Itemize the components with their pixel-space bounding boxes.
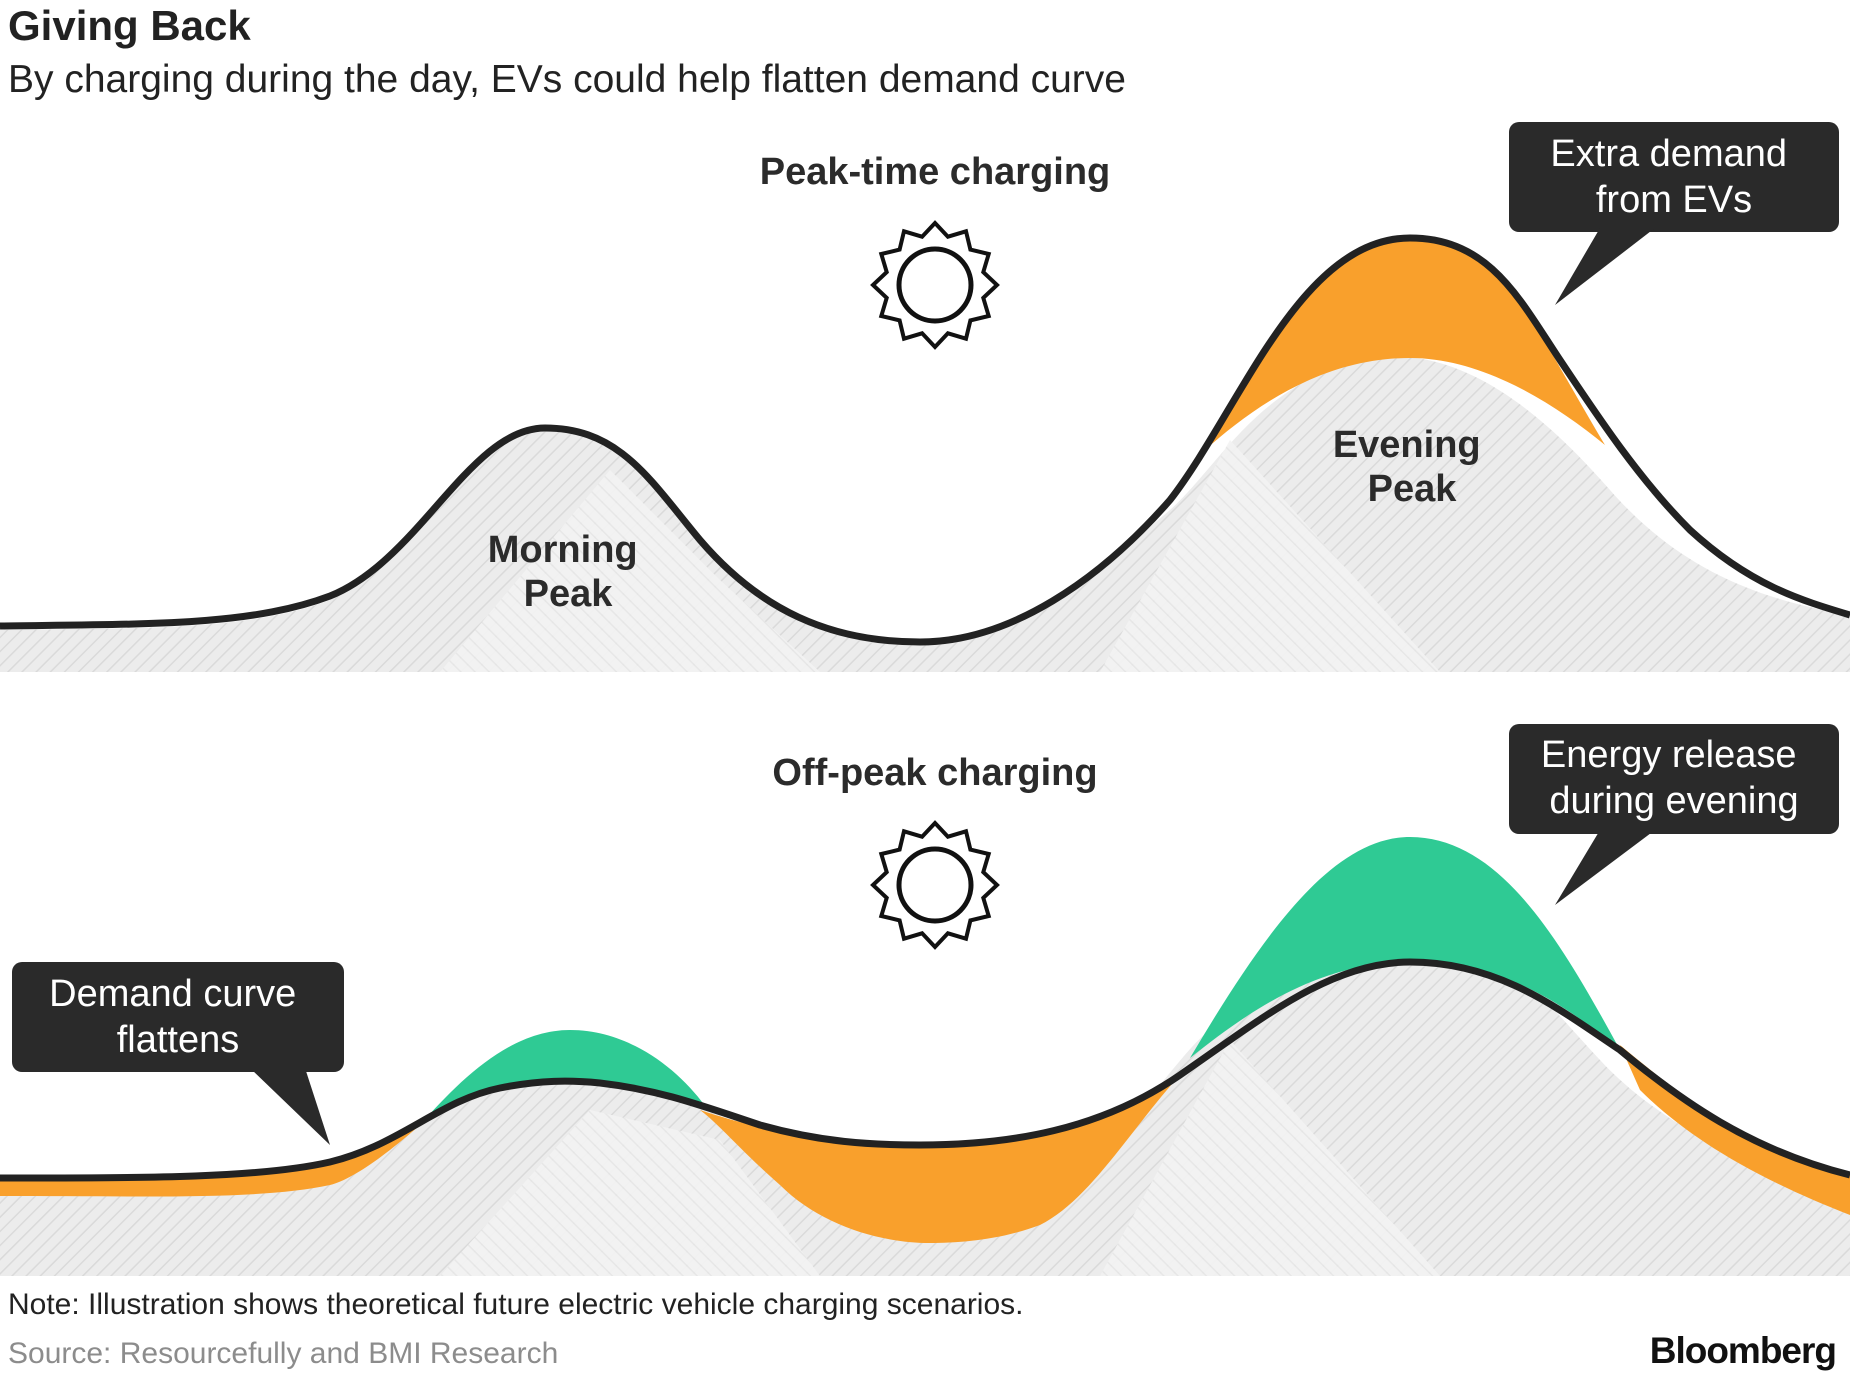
- top-light-region-2: [1100, 440, 1440, 672]
- sun-icon: [870, 820, 1000, 950]
- bloomberg-logo: Bloomberg: [1649, 1330, 1837, 1371]
- bottom-light-region-2: [1100, 1040, 1440, 1276]
- bottom-extra-demand-mid: [700, 1075, 1180, 1243]
- sun-icon: [870, 220, 1000, 350]
- bottom-energy-release-morning: [420, 1030, 708, 1125]
- bottom-panel: Off-peak charging Energy release during …: [0, 724, 1850, 1276]
- top-baseline-area: [0, 356, 1850, 672]
- energy-release-callout: Energy release during evening: [1509, 724, 1839, 905]
- top-demand-curve: [0, 234, 1850, 646]
- svg-text:Energy release during: Energy release during evening: [1541, 734, 1807, 822]
- extra-demand-callout: Extra demand from EVs: [1509, 122, 1839, 305]
- bottom-panel-title: Off-peak charging: [772, 752, 1097, 794]
- chart-title: Giving Back: [8, 2, 251, 49]
- bottom-energy-release-evening: [1190, 837, 1620, 1058]
- bottom-light-region-1: [440, 1110, 820, 1276]
- svg-text:Demand curve flattens: Demand curve flattens: [49, 973, 307, 1061]
- top-light-region-1: [440, 470, 820, 672]
- top-panel-title: Peak-time charging: [760, 151, 1111, 193]
- morning-peak-label: Morning Peak: [488, 529, 648, 615]
- footnote: Note: Illustration shows theoretical fut…: [8, 1288, 1024, 1321]
- top-panel: Peak-time charging Morning Peak Evening …: [0, 122, 1850, 672]
- bottom-flattened-curve: [0, 958, 1850, 1182]
- demand-flattens-callout: Demand curve flattens: [12, 962, 344, 1145]
- evening-peak-label: Evening Peak: [1333, 424, 1491, 510]
- top-extra-demand-area: [1205, 240, 1605, 450]
- source-line: Source: Resourcefully and BMI Research: [8, 1337, 559, 1370]
- bottom-baseline-area: [0, 905, 1850, 1276]
- chart-subtitle: By charging during the day, EVs could he…: [8, 58, 1126, 101]
- svg-text:Extra demand from EVs: Extra demand from EVs: [1550, 133, 1797, 221]
